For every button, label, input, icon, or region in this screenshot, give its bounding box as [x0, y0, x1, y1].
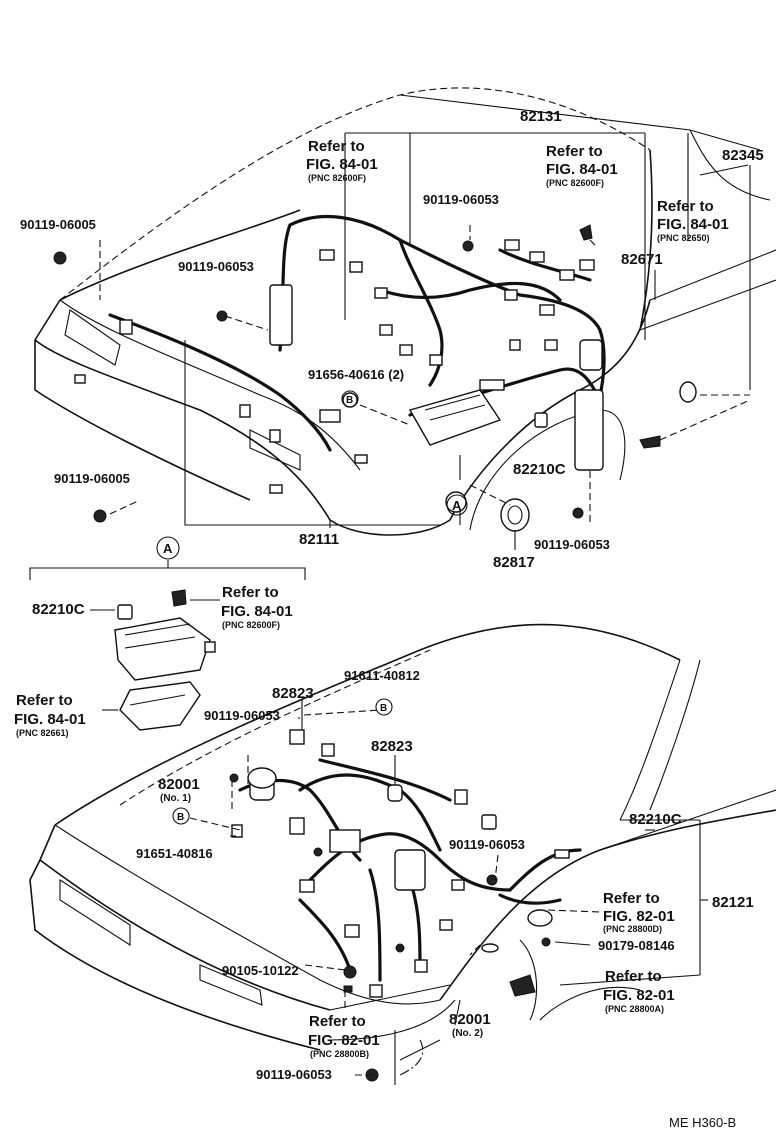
refer-fig-3: FIG. 84-01 [657, 216, 729, 233]
label-90119-06053-b: 90119-06053 [178, 259, 254, 274]
bottom-wire-harness [229, 729, 582, 1082]
label-82001-no2: 82001 [449, 1011, 491, 1028]
circle-a-text-detail: A [163, 541, 173, 556]
refer-pnc-4: (PNC 82600F) [222, 620, 280, 630]
bottom-labels: 91611-40812 B 82823 90119-06053 82823 82… [136, 668, 754, 1130]
label-91656-40616: 91656-40616 (2) [308, 367, 404, 382]
label-90179-08146: 90179-08146 [598, 938, 675, 953]
circle-b-text-bottom-1: B [380, 703, 387, 714]
label-82001-no1: 82001 [158, 776, 200, 793]
refer-pnc-2: (PNC 82600F) [546, 178, 604, 188]
label-82210c-detail: 82210C [32, 601, 85, 618]
circle-b-marker-bottom-2: B [172, 807, 190, 825]
top-labels: 82131 82345 Refer to FIG. 84-01 (PNC 826… [20, 108, 764, 571]
diagram-code: ME H360-B [669, 1115, 736, 1130]
refer-fig-5: FIG. 84-01 [14, 711, 86, 728]
label-91651-40816: 91651-40816 [136, 846, 213, 861]
refer-fig-7: FIG. 82-01 [603, 987, 675, 1004]
label-82111: 82111 [299, 531, 339, 548]
refer-fig-6: FIG. 82-01 [603, 908, 675, 925]
label-90119-06053-d: 90119-06053 [204, 708, 280, 723]
label-90119-06053-f: 90119-06053 [256, 1067, 332, 1082]
label-82001-no1-sub: (No. 1) [160, 793, 191, 804]
circle-b-marker-top: B [341, 390, 359, 408]
label-82210c-bottom: 82210C [629, 811, 682, 828]
refer-label-4: Refer to [222, 584, 279, 601]
circle-a-marker-top: A [446, 494, 468, 516]
refer-label-6: Refer to [603, 890, 660, 907]
label-90119-06005-a: 90119-06005 [20, 217, 96, 232]
refer-label-8: Refer to [309, 1013, 366, 1030]
refer-pnc-6: (PNC 28800D) [603, 924, 662, 934]
label-82121: 82121 [712, 894, 754, 911]
circle-a-text-top: A [452, 498, 462, 513]
refer-pnc-1: (PNC 82600F) [308, 173, 366, 183]
bottom-leader-lines [189, 700, 708, 1085]
detail-a-labels: A 82210C Refer to FIG. 84-01 (PNC 82600F… [14, 536, 293, 738]
refer-fig-2: FIG. 84-01 [546, 161, 618, 178]
refer-label-1: Refer to [308, 138, 365, 155]
label-82823-b: 82823 [371, 738, 413, 755]
label-82671: 82671 [621, 251, 663, 268]
top-car-body-outline [34, 87, 776, 536]
detail-a [29, 560, 306, 731]
refer-label-7: Refer to [605, 968, 662, 985]
label-82817: 82817 [493, 554, 535, 571]
refer-label-2: Refer to [546, 143, 603, 160]
refer-label-3: Refer to [657, 198, 714, 215]
label-90105-10122: 90105-10122 [222, 963, 299, 978]
refer-pnc-5: (PNC 82661) [16, 728, 69, 738]
label-82823-a: 82823 [272, 685, 314, 702]
label-82210c-top: 82210C [513, 461, 566, 478]
label-90119-06053-c: 90119-06053 [534, 537, 610, 552]
top-leader-lines [99, 132, 751, 550]
circle-b-text-top: B [346, 395, 353, 406]
refer-pnc-8: (PNC 28800B) [310, 1049, 369, 1059]
refer-pnc-3: (PNC 82650) [657, 233, 710, 243]
refer-pnc-7: (PNC 28800A) [605, 1004, 664, 1014]
circle-b-text-bottom-2: B [177, 812, 184, 823]
refer-label-5: Refer to [16, 692, 73, 709]
refer-fig-1: FIG. 84-01 [306, 156, 378, 173]
bottom-car-body-outline [29, 623, 776, 1051]
refer-fig-4: FIG. 84-01 [221, 603, 293, 620]
label-91611-40812: 91611-40812 [344, 668, 420, 683]
refer-fig-8: FIG. 82-01 [308, 1032, 380, 1049]
label-82001-no2-sub: (No. 2) [452, 1028, 483, 1039]
label-90119-06005-b: 90119-06005 [54, 471, 130, 486]
label-82345: 82345 [722, 147, 764, 164]
label-82131: 82131 [520, 108, 562, 125]
label-90119-06053-e: 90119-06053 [449, 837, 525, 852]
circle-b-marker-bottom-1: B [375, 698, 393, 716]
circle-a-marker-detail: A [156, 536, 180, 560]
label-90119-06053-a: 90119-06053 [423, 192, 499, 207]
